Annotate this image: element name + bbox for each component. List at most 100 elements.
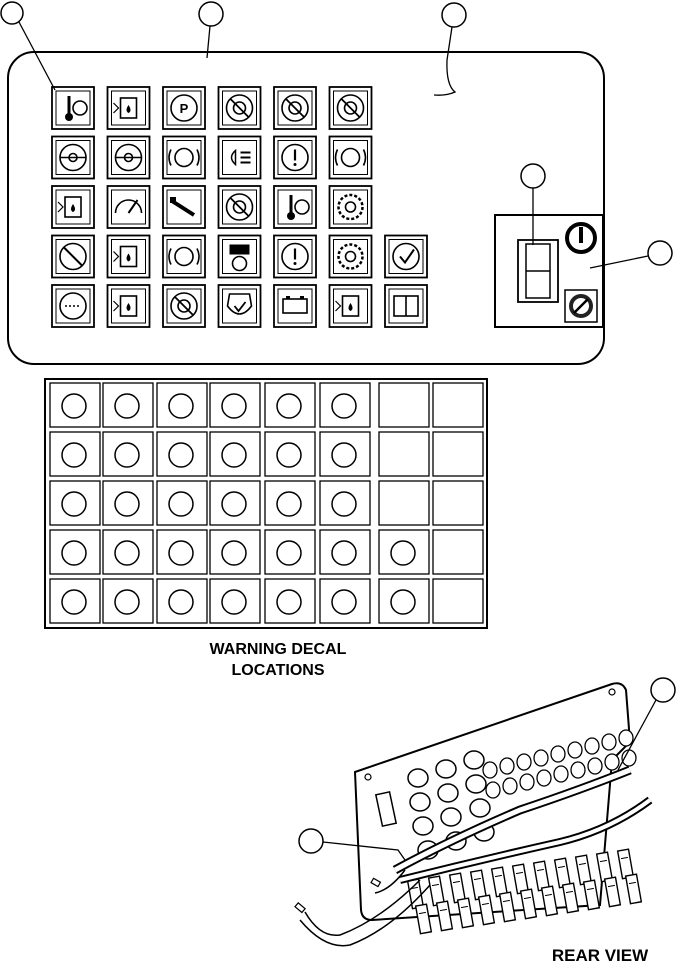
wire-connector [561,882,580,914]
rear-switch-cutout [374,791,398,827]
empty-cell [432,529,484,575]
mounting-hole [608,688,616,696]
decal-position-circle [221,589,247,615]
decal-location-cell [102,480,154,526]
warning-decal-caption-line2: LOCATIONS [231,662,325,679]
switch-panel-outline [494,214,604,328]
gauge-battery-icon [273,284,317,328]
decal-position-circle [221,491,247,517]
callout-5 [589,240,673,269]
mounting-hole [364,773,372,781]
gauge-hole [465,774,487,794]
gauge-hole [463,750,485,770]
gauge-speedometer-icon [106,185,151,229]
gauge-hole [409,792,431,812]
wire-connector [498,891,517,923]
gauge-fuel-valve-icon [106,284,151,328]
instrument-panel: P [7,51,605,365]
rear-connectors [406,729,643,935]
decal-location-cell [264,578,316,624]
decal-location-cell [49,382,101,428]
decal-position-circle [276,442,302,468]
decal-position-circle [276,393,302,419]
decal-position-circle [114,589,140,615]
wire-connector [414,903,433,935]
decal-location-cell [209,431,261,477]
decal-position-circle [390,540,416,566]
decal-location-cell [264,480,316,526]
wire-connector [603,876,622,908]
decal-position-circle [276,540,302,566]
decal-location-cell [209,529,261,575]
decal-location-cell [156,578,208,624]
callout-circle [650,677,676,703]
wire-connector [477,894,496,926]
decal-position-circle [168,540,194,566]
wire-connector [519,888,538,920]
leader-line [322,841,406,861]
gauge-engine-icon [217,284,262,328]
decal-grid-outline [44,378,488,629]
warning-decal-caption: WARNING DECAL LOCATIONS [178,639,378,681]
gauge-brake-warning-icon [162,234,206,279]
wire-connector [567,741,586,779]
decal-position-circle [331,393,357,419]
decal-cells [49,382,484,624]
decal-location-cell [319,578,371,624]
decal-position-circle [221,393,247,419]
gauge-exclamation-icon [273,234,317,279]
wire-connector [550,745,569,783]
gauge-warning-circle-icon [273,135,317,180]
gauge-hole [437,783,459,803]
gauge-gear-icon [328,185,373,229]
decal-location-cell [209,382,261,428]
wire-connector [499,757,518,795]
wire-connector [582,879,601,911]
callout-4 [520,163,546,245]
callout-circle [520,163,546,189]
gauge-brake-icon [162,135,206,180]
wire-connector [595,851,614,883]
loose-lead [299,884,431,947]
callout-2 [198,1,224,59]
decal-location-cell [378,578,430,624]
gauge-fuel-tank-icon [106,234,151,279]
decal-position-circle [61,589,87,615]
wire-connector [540,885,559,917]
callout-1 [0,1,56,91]
gauge-hydraulic-oil-temp-icon [51,86,95,130]
wire-harness-inner [399,798,652,882]
callout-circle [198,1,224,27]
decal-location-cell [156,480,208,526]
gauge-grid: P [51,86,428,328]
gauge-transmission-icon [328,284,373,328]
decal-position-circle [276,589,302,615]
decal-location-cell [319,382,371,428]
decal-location-cell [49,431,101,477]
decal-location-cell [102,578,154,624]
decal-location-cell [156,431,208,477]
gauge-hole [469,798,491,818]
gauge-steering-alt-icon [106,135,151,180]
decal-position-circle [168,491,194,517]
gauge-hole [412,816,434,836]
decal-location-cell [319,480,371,526]
rear-view-panel [294,682,653,947]
gauge-gear-alt-icon [328,234,373,279]
empty-cell [432,578,484,624]
callout-circle [441,2,467,28]
gauge-parking-brake-icon: P [162,86,206,130]
decal-position-circle [331,491,357,517]
decal-position-circle [61,393,87,419]
empty-cell [432,382,484,428]
callout-3 [433,2,467,96]
decal-position-circle [61,491,87,517]
leader-line [589,255,649,269]
leader-line [617,699,657,771]
gauge-prohibited-icon [51,234,95,279]
decal-location-cell [319,529,371,575]
decal-position-circle [331,540,357,566]
wire-connector [601,733,620,771]
decal-position-circle [331,589,357,615]
